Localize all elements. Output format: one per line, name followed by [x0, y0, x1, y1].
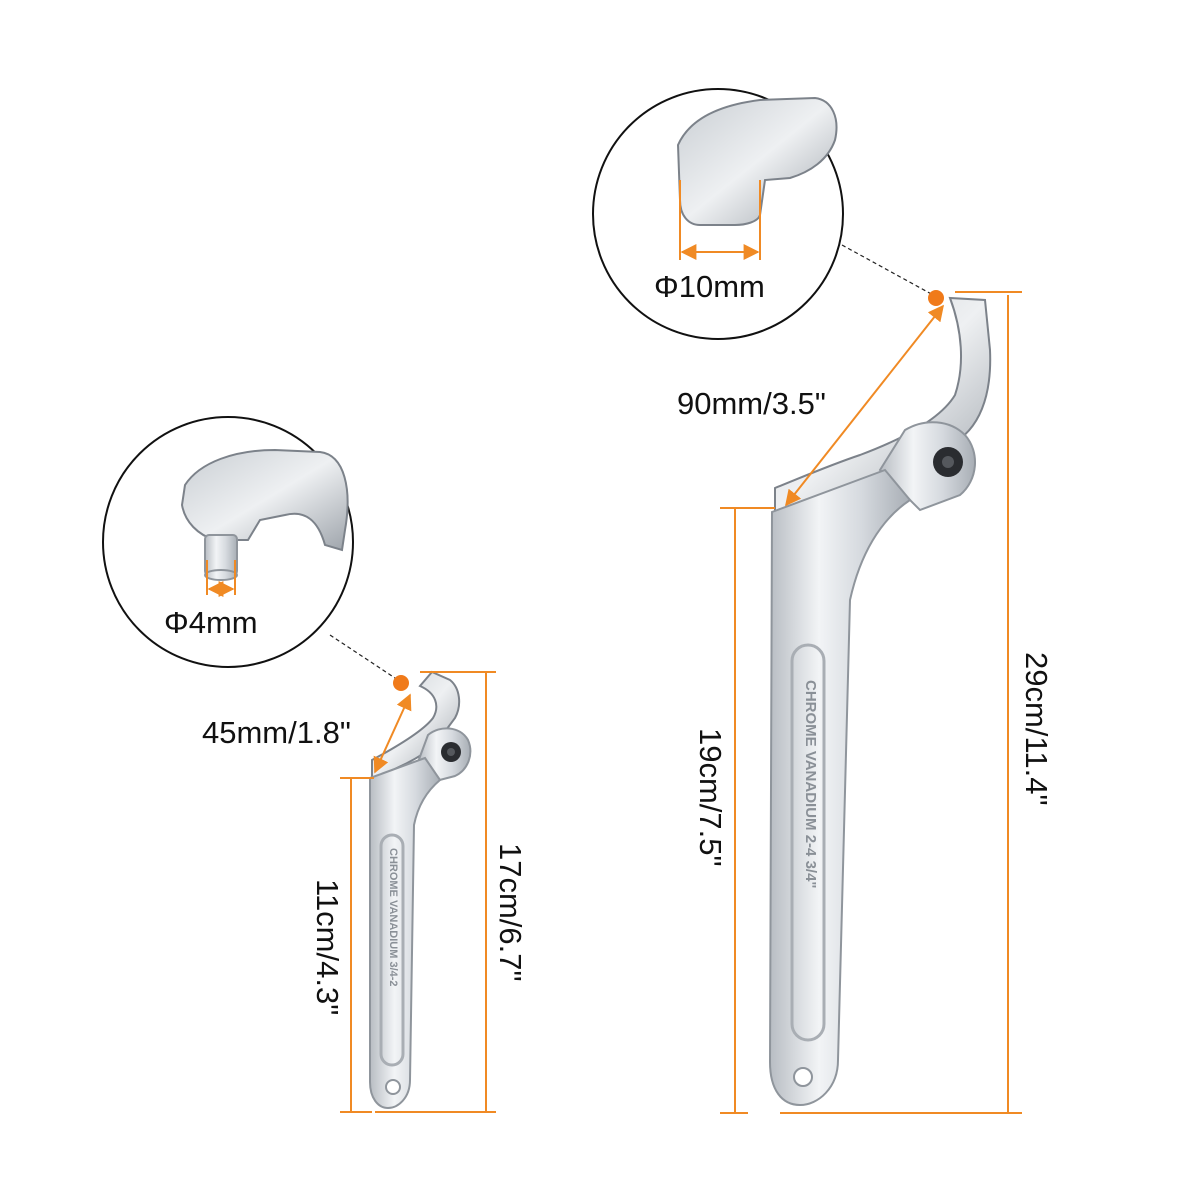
small-detail-label: Φ4mm	[164, 605, 258, 640]
small-detail-callout: Φ4mm	[102, 416, 409, 691]
small-marker-dot	[393, 675, 409, 691]
small-wrench: CHROME VANADIUM 3/4-2	[369, 670, 472, 1110]
small-wrench-engraving: CHROME VANADIUM 3/4-2	[387, 848, 399, 987]
large-detail-hook-tip	[676, 96, 838, 226]
small-hook-span-line	[373, 693, 412, 774]
small-hook-span-label: 45mm/1.8"	[202, 715, 351, 750]
large-handle-length-label: 19cm/7.5"	[693, 728, 728, 867]
large-detail-leader	[841, 244, 936, 297]
large-detail-callout: Φ10mm	[592, 88, 944, 340]
large-overall-length-label: 29cm/11.4"	[1019, 652, 1054, 805]
large-detail-label: Φ10mm	[654, 269, 765, 304]
large-hook-span-label: 90mm/3.5"	[677, 386, 826, 421]
small-wrench-handle-groove	[379, 833, 405, 1067]
large-wrench-hang-hole	[793, 1067, 813, 1087]
large-wrench-handle	[768, 468, 912, 1107]
small-wrench-dimensions	[340, 671, 496, 1113]
large-wrench-dimensions	[720, 291, 1022, 1114]
small-wrench-handle	[369, 756, 442, 1110]
small-handle-length-label: 11cm/4.3"	[310, 879, 345, 1015]
small-overall-length-label: 17cm/6.7"	[493, 843, 528, 982]
small-wrench-hang-hole	[385, 1079, 401, 1095]
large-wrench-handle-groove	[790, 643, 826, 1042]
large-hook-span-line	[785, 304, 944, 507]
large-marker-dot	[928, 290, 944, 306]
small-detail-leader	[329, 634, 399, 681]
large-wrench-engraving: CHROME VANADIUM 2-4 3/4"	[802, 680, 819, 889]
